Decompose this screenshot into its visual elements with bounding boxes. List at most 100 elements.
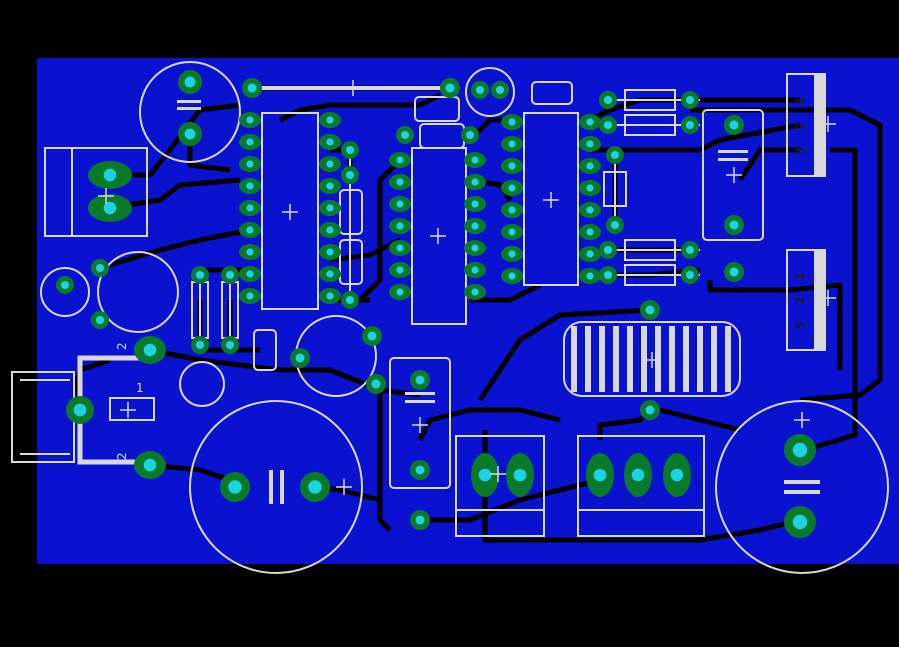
pad-hole bbox=[685, 120, 695, 130]
pad-hole bbox=[95, 263, 105, 273]
pad-hole bbox=[308, 480, 322, 494]
pad-hole bbox=[246, 204, 254, 212]
pad-hole bbox=[396, 178, 404, 186]
terminal-block-outline bbox=[44, 147, 148, 237]
pad-hole bbox=[367, 331, 377, 341]
pad-hole bbox=[60, 280, 70, 290]
pad-hole bbox=[396, 222, 404, 230]
ic-outline bbox=[523, 112, 579, 286]
pad-hole bbox=[792, 514, 808, 530]
pad-hole bbox=[246, 160, 254, 168]
pad-hole bbox=[508, 184, 516, 192]
capacitor-outline bbox=[465, 67, 515, 117]
pad-hole bbox=[246, 116, 254, 124]
pad-hole bbox=[586, 250, 594, 258]
pad-hole bbox=[586, 162, 594, 170]
pad-hole bbox=[465, 130, 475, 140]
jack-pin-label: 1 bbox=[136, 381, 144, 395]
pad-hole bbox=[103, 168, 117, 182]
pad-hole bbox=[475, 85, 485, 95]
pad-hole bbox=[471, 156, 479, 164]
pad-hole bbox=[247, 83, 257, 93]
pad-hole bbox=[586, 140, 594, 148]
pad-hole bbox=[103, 201, 117, 215]
pad-hole bbox=[471, 244, 479, 252]
header-pin-label: 2 bbox=[793, 297, 807, 305]
header-pin-label: 3 bbox=[793, 147, 807, 155]
pad-hole bbox=[685, 245, 695, 255]
header-pin-label: 3 bbox=[793, 322, 807, 330]
pad-hole bbox=[645, 405, 655, 415]
pad-hole bbox=[326, 292, 334, 300]
pad-hole bbox=[645, 305, 655, 315]
pad-hole bbox=[415, 465, 425, 475]
pad-hole bbox=[729, 220, 739, 230]
pad-hole bbox=[508, 272, 516, 280]
pad-hole bbox=[184, 76, 196, 88]
inductor-windings bbox=[571, 326, 731, 392]
header-pin-label: 1 bbox=[793, 97, 807, 105]
pad-hole bbox=[586, 184, 594, 192]
pad-hole bbox=[586, 272, 594, 280]
pad-hole bbox=[415, 375, 425, 385]
pad-hole bbox=[184, 128, 196, 140]
pad-hole bbox=[610, 220, 620, 230]
pad-hole bbox=[326, 138, 334, 146]
center-marks bbox=[98, 80, 836, 495]
pad-hole bbox=[508, 162, 516, 170]
pad-hole bbox=[729, 267, 739, 277]
pad-hole bbox=[603, 270, 613, 280]
pad-hole bbox=[471, 266, 479, 274]
pad-hole bbox=[396, 288, 404, 296]
pad-hole bbox=[326, 160, 334, 168]
capacitor-outline bbox=[40, 267, 90, 317]
pad-hole bbox=[225, 340, 235, 350]
pad-hole bbox=[508, 250, 516, 258]
pad-hole bbox=[246, 248, 254, 256]
pad-hole bbox=[345, 170, 355, 180]
pad-hole bbox=[345, 295, 355, 305]
pad-hole bbox=[396, 244, 404, 252]
pad-hole bbox=[508, 206, 516, 214]
pad-hole bbox=[508, 140, 516, 148]
pad-hole bbox=[400, 130, 410, 140]
pad-hole bbox=[495, 85, 505, 95]
pad-hole bbox=[246, 182, 254, 190]
pad-hole bbox=[471, 288, 479, 296]
pad-hole bbox=[246, 270, 254, 278]
pad-hole bbox=[508, 118, 516, 126]
pad-hole bbox=[246, 226, 254, 234]
pad-hole bbox=[631, 468, 645, 482]
pad-hole bbox=[792, 442, 808, 458]
capacitor-outline bbox=[139, 61, 241, 163]
pad-hole bbox=[670, 468, 684, 482]
pad-hole bbox=[593, 468, 607, 482]
pad-hole bbox=[586, 206, 594, 214]
pad-hole bbox=[610, 150, 620, 160]
pad-hole bbox=[345, 145, 355, 155]
terminal-block-outline bbox=[455, 435, 545, 537]
pad-hole bbox=[246, 138, 254, 146]
pad-hole bbox=[508, 228, 516, 236]
pad-hole bbox=[396, 200, 404, 208]
jack-pin-label: 2 bbox=[115, 342, 129, 350]
pad-hole bbox=[326, 182, 334, 190]
pad-hole bbox=[326, 116, 334, 124]
jack-pin-label: 2 bbox=[115, 452, 129, 460]
pads-layer bbox=[56, 70, 816, 538]
pad-hole bbox=[603, 245, 613, 255]
pad-hole bbox=[471, 222, 479, 230]
pad-hole bbox=[478, 468, 492, 482]
pad-hole bbox=[685, 270, 695, 280]
capacitor-outline bbox=[715, 400, 889, 574]
trimmer-outline bbox=[97, 251, 179, 333]
pad-hole bbox=[445, 83, 455, 93]
pad-hole bbox=[371, 379, 381, 389]
pad-hole bbox=[326, 248, 334, 256]
pad-hole bbox=[396, 266, 404, 274]
pad-hole bbox=[143, 458, 157, 472]
pad-hole bbox=[143, 343, 157, 357]
pad-hole bbox=[471, 178, 479, 186]
header-pin-label: 1 bbox=[793, 272, 807, 280]
